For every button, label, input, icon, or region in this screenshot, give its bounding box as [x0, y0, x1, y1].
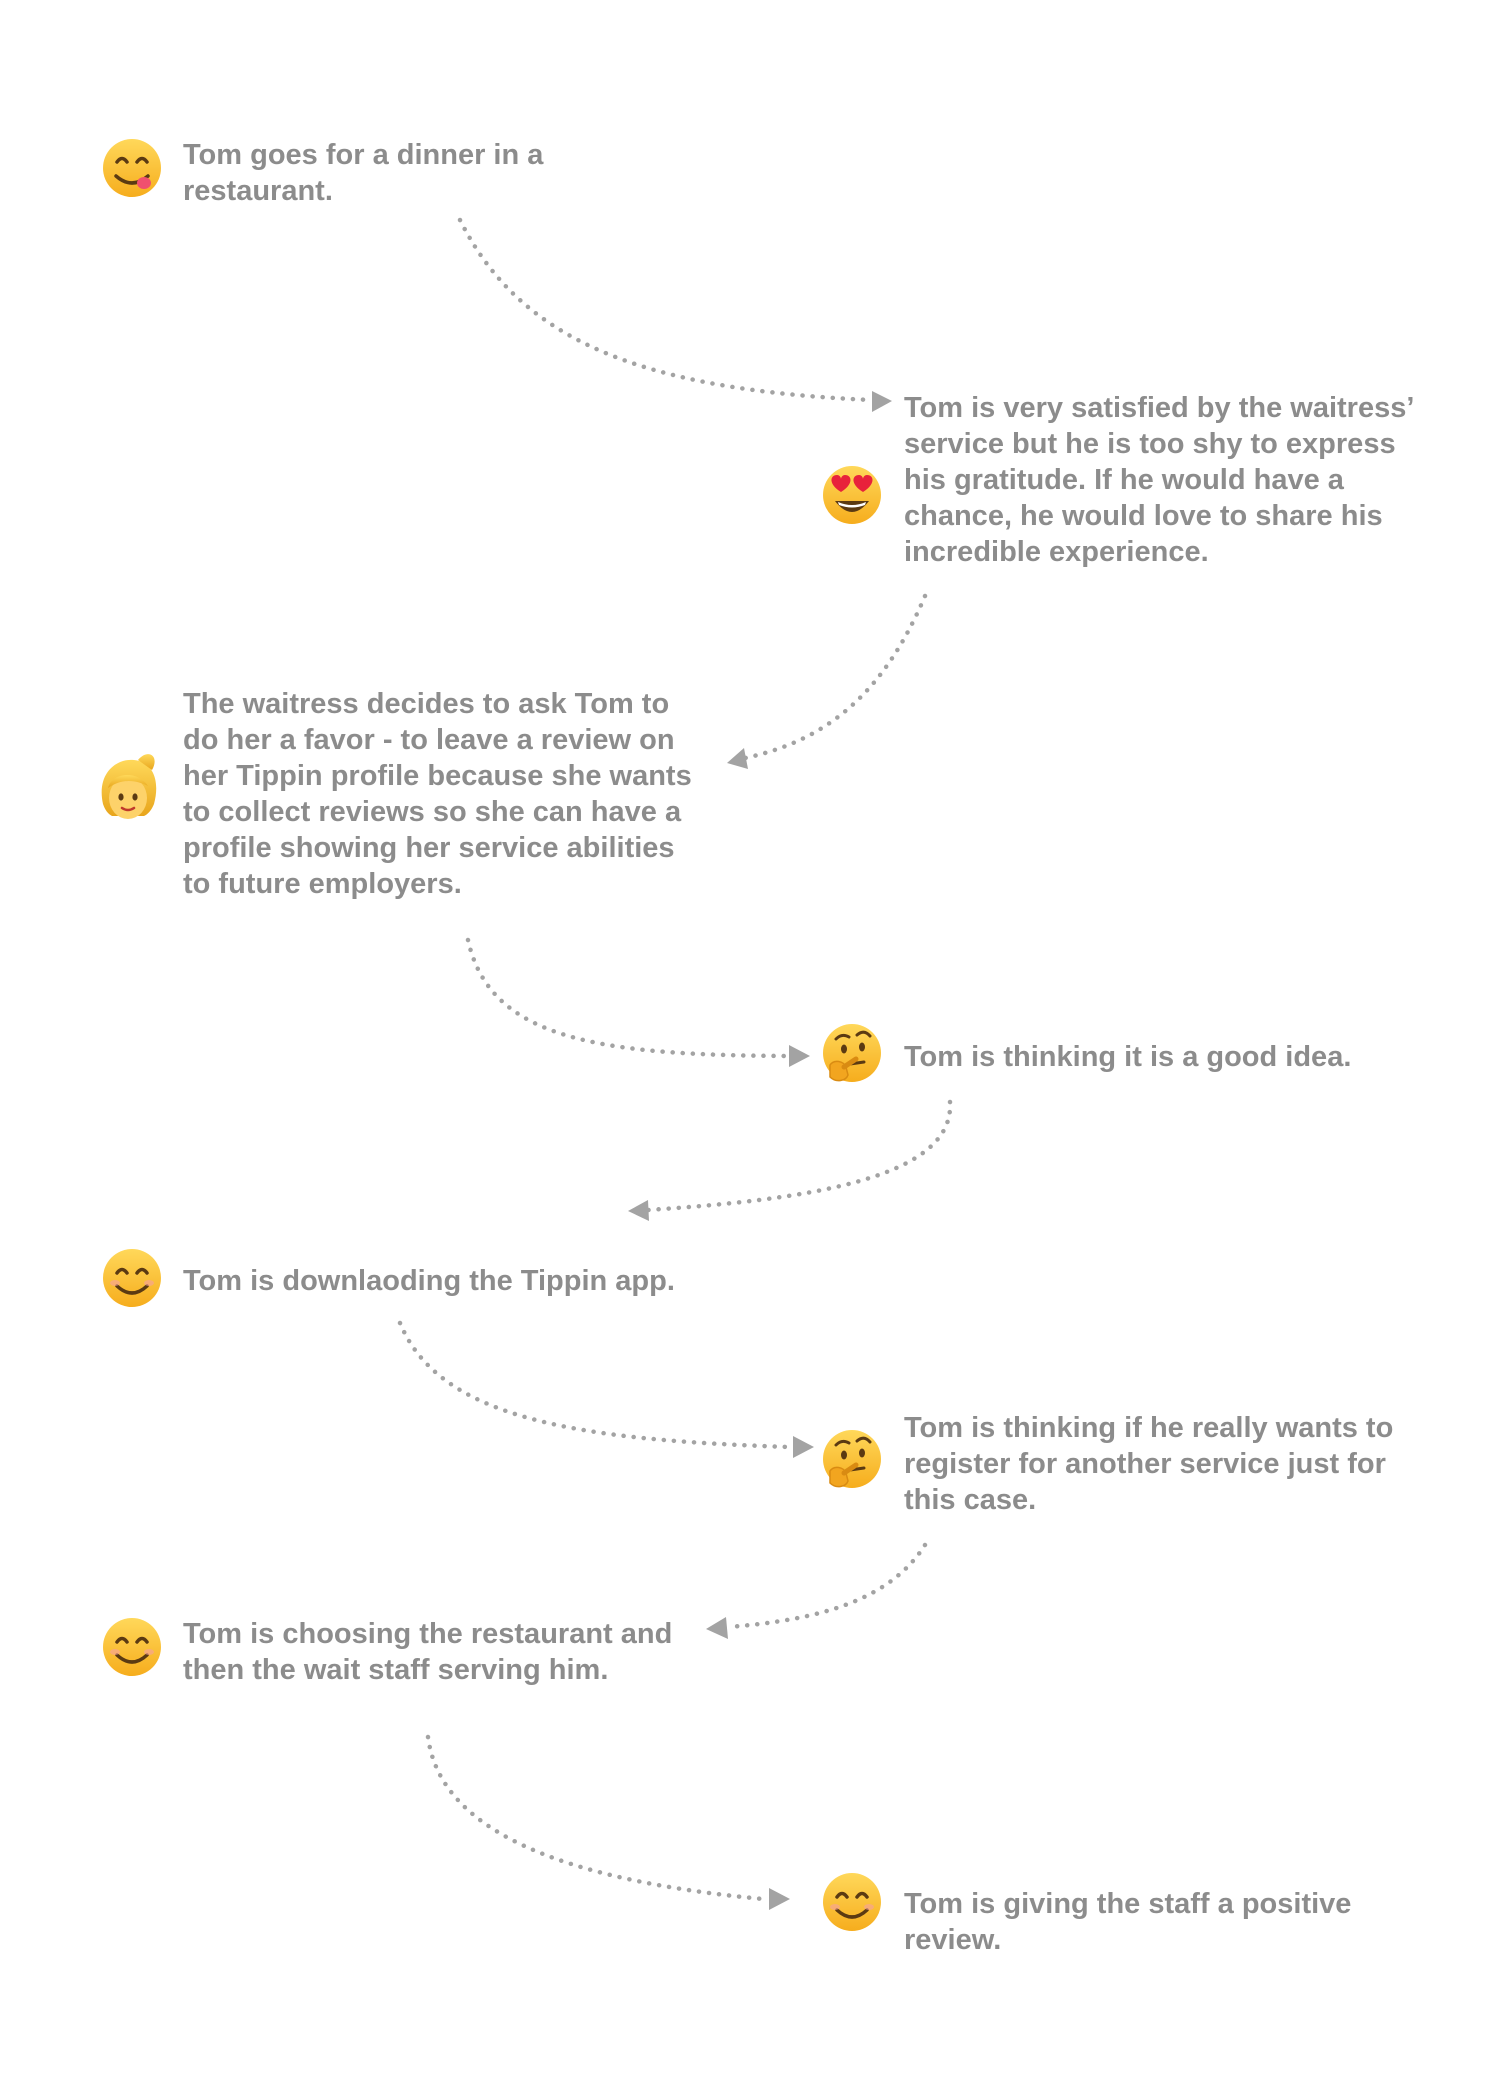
step-6-text: Tom is thinking if he really wants to re…	[904, 1412, 1394, 1516]
thinking-face-icon	[823, 1024, 881, 1082]
step-5-text: Tom is downlaoding the Tippin app.	[183, 1265, 675, 1297]
step-7-text: Tom is choosing the restaurant and then …	[183, 1618, 673, 1686]
woman-blonde-icon	[101, 754, 157, 819]
connector-7-8	[425, 1734, 766, 1902]
smiling-face-icon	[103, 1618, 161, 1676]
connector-5-6	[397, 1320, 793, 1450]
step-4-text: Tom is thinking it is a good idea.	[904, 1041, 1352, 1073]
smiling-face-icon	[823, 1873, 881, 1931]
arrowhead-6-7	[706, 1617, 728, 1639]
connector-3-4	[465, 937, 790, 1059]
heart-eyes-face-icon	[823, 466, 881, 524]
step-8-text: Tom is giving the staff a positive revie…	[904, 1888, 1352, 1956]
yum-face-icon	[103, 139, 161, 197]
connector-2-3	[742, 593, 928, 761]
arrowhead-1-2	[872, 391, 892, 412]
connector-1-2	[457, 217, 875, 403]
arrowhead-7-8	[769, 1888, 790, 1910]
arrowhead-4-5	[628, 1200, 649, 1221]
connector-4-5	[645, 1099, 953, 1213]
connector-6-7	[725, 1542, 928, 1630]
arrowhead-2-3	[727, 748, 748, 769]
step-2-text: Tom is very satisfied by the waitress’ s…	[904, 392, 1413, 568]
arrowhead-5-6	[793, 1436, 814, 1458]
step-1-text: Tom goes for a dinner in a restaurant.	[183, 139, 544, 207]
arrowhead-3-4	[789, 1045, 810, 1067]
smiling-face-icon	[103, 1249, 161, 1307]
thinking-face-icon	[823, 1430, 881, 1488]
step-3-text: The waitress decides to ask Tom to do he…	[183, 688, 692, 900]
